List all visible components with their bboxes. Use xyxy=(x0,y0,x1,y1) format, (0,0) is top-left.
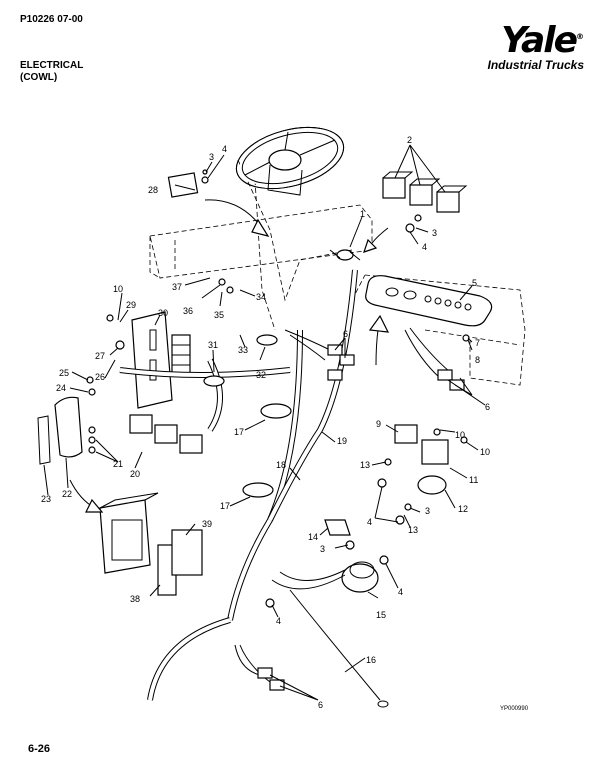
fuse-gasket xyxy=(37,415,51,465)
relay-21 xyxy=(154,424,178,444)
steering-wheel xyxy=(235,126,345,196)
connectors-6b xyxy=(437,369,465,391)
cable-tie-17b xyxy=(242,482,274,498)
callout-7: 7 xyxy=(475,338,480,348)
callout-25: 25 xyxy=(59,368,69,378)
connector-bracket xyxy=(131,311,191,409)
wire-6b xyxy=(404,327,451,379)
callout-11: 11 xyxy=(469,475,478,485)
brand-logo: Yale® Industrial Trucks xyxy=(434,20,584,73)
callout-4c: 4 xyxy=(367,517,372,527)
callout-17b: 17 xyxy=(220,501,230,511)
brand-tagline: Industrial Trucks xyxy=(487,58,584,72)
callout-33: 33 xyxy=(238,345,248,355)
callout-4d: 4 xyxy=(398,587,403,597)
leader-lines xyxy=(43,144,486,701)
callout-3d: 3 xyxy=(320,544,325,554)
callout-36: 36 xyxy=(183,306,193,316)
callout-29: 29 xyxy=(126,300,136,310)
callout-17a: 17 xyxy=(234,427,244,437)
callout-10a: 10 xyxy=(113,284,123,294)
page-number: 6-26 xyxy=(28,743,51,755)
cable-tie-17a xyxy=(260,403,292,419)
registered-mark: ® xyxy=(576,32,584,41)
callout-20: 20 xyxy=(130,469,140,479)
key-switch xyxy=(329,249,361,261)
callout-6a: 6 xyxy=(343,329,348,339)
callout-26: 26 xyxy=(95,372,105,382)
bracket-14 xyxy=(324,519,351,536)
callout-18: 18 xyxy=(276,460,286,470)
callout-13b: 13 xyxy=(408,525,418,535)
wire-6a xyxy=(284,329,331,361)
brand-logo-wordmark: Yale® xyxy=(434,20,584,61)
callout-1: 1 xyxy=(360,209,365,219)
callout-16: 16 xyxy=(366,655,376,665)
section-title-line2: (COWL) xyxy=(20,72,58,83)
callout-9: 9 xyxy=(376,419,381,429)
callout-31: 31 xyxy=(208,340,218,350)
callout-23: 23 xyxy=(41,494,51,504)
callout-35: 35 xyxy=(214,310,224,320)
callout-37: 37 xyxy=(172,282,182,292)
ground-cable-terminal xyxy=(377,700,389,708)
callout-13a: 13 xyxy=(360,460,370,470)
instrument-panel xyxy=(365,275,493,327)
wire-harness-main xyxy=(119,269,358,701)
alarm-wires xyxy=(271,569,346,590)
cable-tie-32 xyxy=(256,334,278,346)
callout-22: 22 xyxy=(62,489,72,499)
section-title: ELECTRICAL (COWL) xyxy=(20,60,83,84)
callout-30: 30 xyxy=(158,308,168,318)
callout-21: 21 xyxy=(113,459,123,469)
callout-27: 27 xyxy=(95,351,105,361)
connectors-6c xyxy=(257,667,285,691)
callout-8: 8 xyxy=(475,355,480,365)
callout-39: 39 xyxy=(202,519,212,529)
callout-10c: 10 xyxy=(480,447,490,457)
callout-labels: 1 2 3 3 3 3 4 4 4 4 4 5 6 6 6 7 8 9 10 1… xyxy=(41,135,490,710)
connectors-6a xyxy=(327,344,355,381)
wire-6c xyxy=(234,644,271,683)
fuse-cover xyxy=(54,396,83,458)
connector-block xyxy=(179,434,203,454)
callout-24: 24 xyxy=(56,383,66,393)
horn xyxy=(417,475,447,495)
callout-3b: 3 xyxy=(432,228,437,238)
callout-15: 15 xyxy=(376,610,386,620)
callout-3c: 3 xyxy=(425,506,430,516)
switch-9 xyxy=(394,424,418,444)
switch-11 xyxy=(421,439,449,465)
figure-code: YP000990 xyxy=(500,706,529,712)
ground-cable xyxy=(289,589,381,701)
fuse-block xyxy=(99,492,203,596)
flasher-unit xyxy=(167,172,199,198)
callout-10b: 10 xyxy=(455,430,465,440)
document-code: P10226 07-00 xyxy=(20,14,83,25)
callout-5: 5 xyxy=(472,278,477,288)
section-title-line1: ELECTRICAL xyxy=(20,60,84,71)
brand-name: Yale xyxy=(501,20,578,61)
callout-12: 12 xyxy=(458,504,468,514)
callout-6b: 6 xyxy=(485,402,490,412)
callout-34: 34 xyxy=(256,292,266,302)
callout-19: 19 xyxy=(337,436,347,446)
callout-3a: 3 xyxy=(209,152,214,162)
callout-4e: 4 xyxy=(276,616,281,626)
alarm xyxy=(341,561,379,593)
cowl-outline xyxy=(149,159,526,386)
callout-38: 38 xyxy=(130,594,140,604)
callout-6c: 6 xyxy=(318,700,323,710)
callout-2: 2 xyxy=(407,135,412,145)
callout-14: 14 xyxy=(308,532,318,542)
callout-4a: 4 xyxy=(222,144,227,154)
callout-32: 32 xyxy=(256,370,266,380)
relay-20 xyxy=(129,414,153,434)
callout-28: 28 xyxy=(148,185,158,195)
relay-group xyxy=(382,171,468,213)
assembly-arrows xyxy=(69,199,390,513)
callout-4b: 4 xyxy=(422,242,427,252)
cable-tie-31 xyxy=(203,375,225,387)
